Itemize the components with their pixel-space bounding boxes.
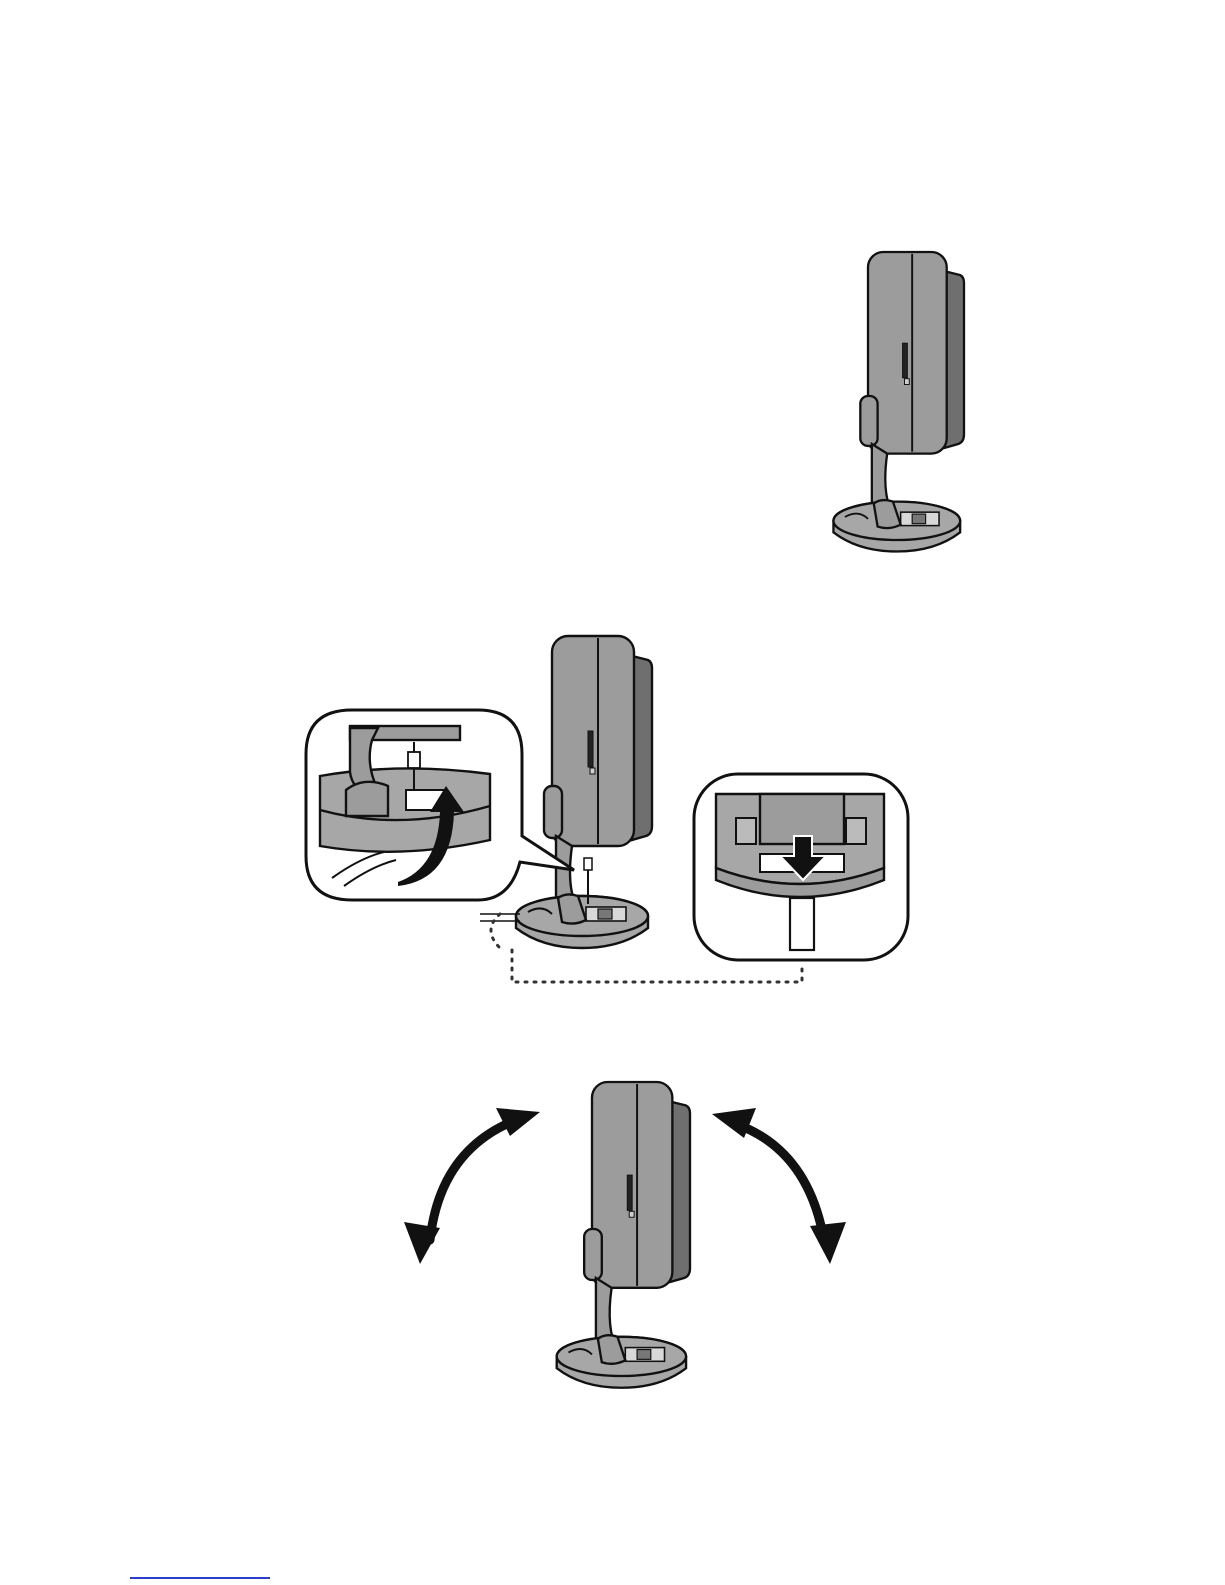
cable-routing-detail-icon [306,636,908,982]
frame-with-cable [516,636,652,948]
tilt-right-arrow-icon [712,1108,846,1264]
callout-cable-insert [306,710,574,900]
footer-link-underline [130,1577,270,1579]
tilt-left-arrow-icon [404,1108,540,1264]
callout-cable-clip [694,774,908,960]
tilt-arrows-icon [404,1082,846,1388]
frame-tilt-view [557,1082,690,1388]
photo-frame-side-view-icon [833,252,964,552]
